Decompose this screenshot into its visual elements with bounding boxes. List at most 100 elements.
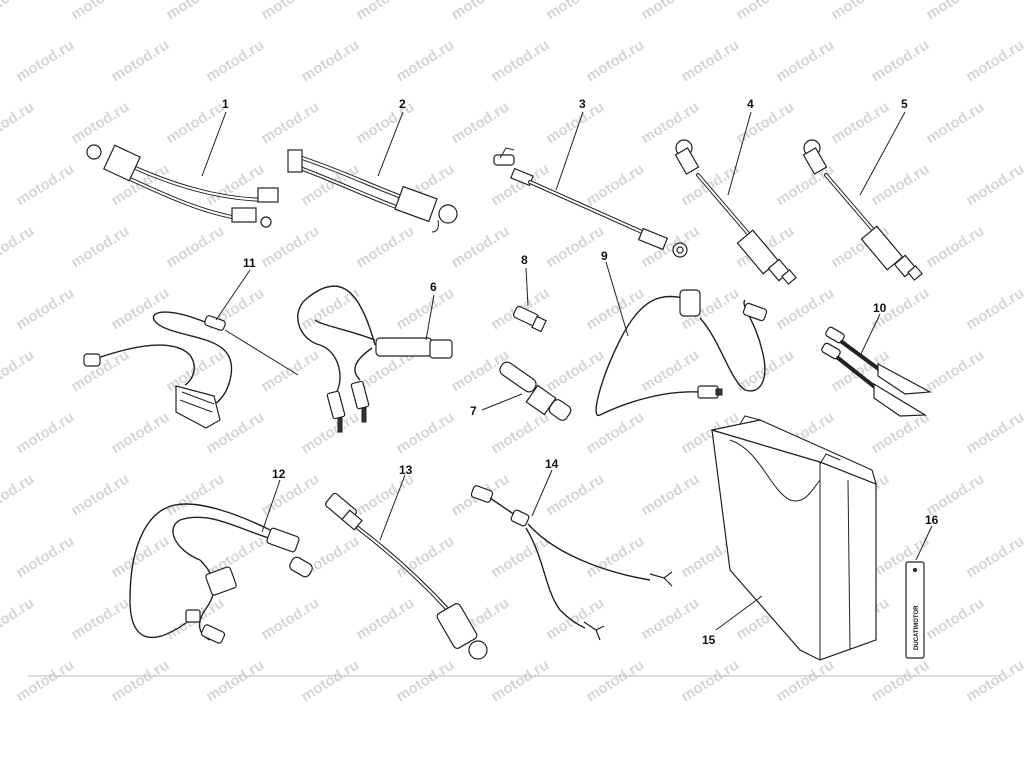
part-8-drawing: [512, 305, 547, 333]
watermark-text: motod.ru: [583, 533, 647, 582]
watermark-text: motod.ru: [203, 657, 267, 706]
watermark-text: motod.ru: [543, 347, 607, 396]
watermark-text: motod.ru: [678, 37, 742, 86]
watermark-text: motod.ru: [353, 223, 417, 272]
part-1-drawing: [86, 144, 279, 228]
watermark-text: motod.ru: [638, 0, 702, 23]
watermark-text: motod.ru: [638, 595, 702, 644]
callout-2: 2: [399, 97, 406, 111]
callout-6: 6: [430, 280, 437, 294]
part-13-drawing: [324, 492, 488, 660]
callout-11: 11: [243, 256, 256, 270]
watermark-text: motod.ru: [0, 223, 37, 272]
watermark-text: motod.ru: [353, 0, 417, 23]
watermark-text: motod.ru: [963, 409, 1024, 458]
callout-1: 1: [222, 97, 229, 111]
watermark-text: motod.ru: [963, 285, 1024, 334]
watermark-text: motod.ru: [258, 0, 322, 23]
watermark-text: motod.ru: [488, 37, 552, 86]
part-12-drawing: [129, 503, 313, 644]
callout-3: 3: [579, 97, 586, 111]
watermark-text: motod.ru: [163, 347, 227, 396]
watermark-text: motod.ru: [488, 161, 552, 210]
callout-labels: 1 2 3 4 5 6 7 8 9 10 11 12 13 14 15 16: [222, 97, 939, 647]
callout-9: 9: [601, 249, 608, 263]
callout-15: 15: [702, 633, 716, 647]
watermark-text: motod.ru: [13, 285, 77, 334]
watermark-text: motod.ru: [923, 347, 987, 396]
watermark-text: motod.ru: [868, 37, 932, 86]
watermark-text: motod.ru: [108, 37, 172, 86]
watermark-text: motod.ru: [298, 657, 362, 706]
part-6-drawing: [297, 285, 453, 433]
part-16-drawing: DUCATIMOTOR: [905, 561, 925, 659]
watermark-text: motod.ru: [258, 471, 322, 520]
callout-5: 5: [901, 97, 908, 111]
part-10-drawing: [821, 326, 933, 417]
watermark-text: motod.ru: [203, 37, 267, 86]
callout-12: 12: [272, 467, 286, 481]
part-14-drawing: [470, 485, 673, 641]
watermark-text: motod.ru: [163, 99, 227, 148]
watermark-text: motod.ru: [13, 161, 77, 210]
watermark-text: motod.ru: [678, 657, 742, 706]
watermark-text: motod.ru: [638, 99, 702, 148]
watermark-text: motod.ru: [13, 409, 77, 458]
watermark-text: motod.ru: [13, 657, 77, 706]
watermark-text: motod.ru: [543, 223, 607, 272]
watermark-text: motod.ru: [393, 409, 457, 458]
watermark-text: motod.ru: [963, 161, 1024, 210]
callout-8: 8: [521, 253, 528, 267]
watermark-text: motod.ru: [543, 471, 607, 520]
part-5-drawing: [802, 139, 923, 281]
watermark-text: motod.ru: [393, 533, 457, 582]
watermark-text: motod.ru: [923, 595, 987, 644]
watermark-text: motod.ru: [298, 37, 362, 86]
watermark-text: motod.ru: [68, 595, 132, 644]
watermark-text: motod.ru: [13, 533, 77, 582]
watermark-text: motod.ru: [488, 409, 552, 458]
watermark-text: motod.ru: [163, 471, 227, 520]
watermark-text: motod.ru: [68, 471, 132, 520]
watermark-text: motod.ru: [0, 595, 37, 644]
watermark-text: motod.ru: [258, 99, 322, 148]
part-7-drawing: [499, 361, 572, 421]
callout-16: 16: [925, 513, 939, 527]
watermark-text: motod.ru: [773, 285, 837, 334]
callout-10: 10: [873, 301, 887, 315]
callout-4: 4: [747, 97, 754, 111]
watermark-text: motod.ru: [353, 595, 417, 644]
watermark-text: motod.ru: [448, 223, 512, 272]
watermark-text: motod.ru: [963, 533, 1024, 582]
watermark-text: motod.ru: [353, 99, 417, 148]
watermark-text: motod.ru: [393, 37, 457, 86]
watermark-text: motod.ru: [638, 471, 702, 520]
watermark-text: motod.ru: [583, 161, 647, 210]
watermark-text: motod.ru: [108, 657, 172, 706]
watermark-text: motod.ru: [68, 223, 132, 272]
watermark-text: motod.ru: [0, 99, 37, 148]
watermark-text: motod.ru: [923, 99, 987, 148]
watermark-text: motod.ru: [923, 223, 987, 272]
watermark-text: motod.ru: [163, 223, 227, 272]
watermark-text: motod.ru: [773, 657, 837, 706]
tag-brand-text: DUCATIMOTOR: [914, 605, 920, 650]
watermark-text: motod.ru: [448, 0, 512, 23]
part-11-drawing: [83, 311, 299, 429]
watermark-text: motod.ru: [68, 0, 132, 23]
callout-14: 14: [545, 457, 559, 471]
tag-plate: [905, 561, 925, 659]
watermark-text: motod.ru: [488, 533, 552, 582]
watermark-text: motod.ru: [298, 409, 362, 458]
part-9-drawing: [595, 289, 768, 416]
callout-13: 13: [399, 463, 413, 477]
watermark-text: motod.ru: [258, 223, 322, 272]
part-4-drawing: [674, 139, 797, 285]
watermark-text: motod.ru: [393, 285, 457, 334]
watermark-text: motod.ru: [258, 595, 322, 644]
callout-7: 7: [470, 404, 477, 418]
part-2-drawing: [287, 149, 458, 233]
watermark-text: motod.ru: [583, 409, 647, 458]
